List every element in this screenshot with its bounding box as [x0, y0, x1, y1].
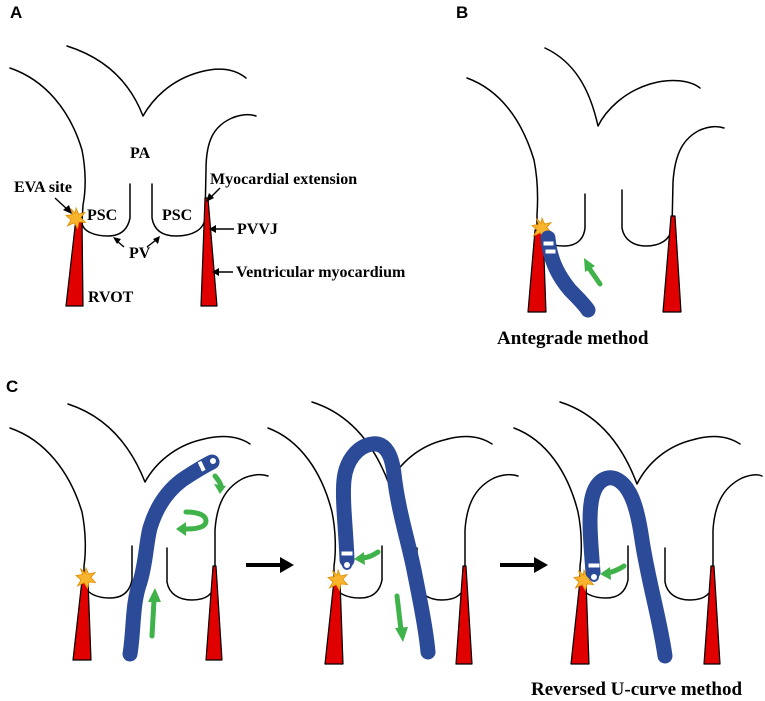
panel-a: A PA EVA site PSC PSC PV RVOT Myocardial… — [9, 3, 406, 307]
label-psc-left: PSC — [87, 207, 117, 224]
vessel-outline — [311, 401, 493, 485]
label-myocardial-extension: Myocardial extension — [210, 171, 357, 188]
vessel-outline — [9, 427, 133, 599]
direction-arrow-head — [176, 522, 186, 536]
catheter-electrode — [197, 460, 206, 472]
catheter-electrode — [543, 241, 554, 246]
label-pvvj: PVVJ — [237, 221, 278, 238]
myocardium-left — [324, 579, 344, 665]
catheter-tip — [589, 572, 599, 582]
step-arrow-icon — [246, 557, 294, 573]
vessel-outline — [466, 77, 586, 247]
direction-arrow-head — [600, 567, 611, 580]
panel-a-letter: A — [10, 3, 22, 22]
direction-arrow-head — [395, 627, 408, 642]
panel-c-letter: C — [6, 377, 18, 396]
catheter-electrode — [545, 249, 556, 254]
myocardium-right — [703, 565, 721, 665]
direction-arrow-head — [354, 552, 365, 565]
vessel-outline — [664, 473, 763, 601]
catheter — [122, 454, 220, 662]
catheter-tip — [208, 456, 218, 466]
catheter-electrode — [588, 563, 600, 568]
myocardium-left — [570, 579, 590, 665]
catheter — [335, 436, 436, 660]
vessel-outline — [9, 67, 131, 237]
vessel-outline — [151, 113, 257, 237]
u-turn-arrow-icon — [183, 509, 209, 532]
myocardium-right — [662, 215, 682, 313]
vessel-outline — [166, 473, 269, 601]
direction-arrow-icon — [605, 563, 627, 576]
catheter-tip — [342, 560, 352, 570]
label-psc-right: PSC — [162, 207, 192, 224]
vessel-outline — [621, 125, 725, 247]
caption-antegrade: Antegrade method — [497, 328, 649, 349]
vessel-outline — [267, 427, 383, 599]
catheter-electrode — [341, 551, 353, 556]
panel-c: C — [6, 377, 763, 700]
direction-arrow-head — [584, 258, 595, 272]
pointer-arrows — [54, 187, 234, 276]
step-arrow-icon — [500, 557, 548, 573]
vessel-outline — [416, 473, 519, 601]
c-subpanel-1 — [9, 403, 269, 662]
label-eva-site: EVA site — [14, 179, 72, 196]
panel-b-letter: B — [456, 3, 468, 22]
vessel-outline — [559, 401, 741, 485]
vessel-outline — [66, 45, 247, 117]
vessel-outline — [544, 47, 701, 127]
caption-reversed-u-curve: Reversed U-curve method — [531, 679, 742, 700]
myocardium-right — [200, 197, 218, 307]
vessel-outline — [513, 427, 629, 599]
panel-b: B Antegrade method — [456, 3, 725, 349]
label-pa: PA — [130, 145, 151, 162]
label-rvot: RVOT — [88, 289, 134, 306]
c-subpanel-2 — [267, 401, 519, 665]
myocardium-right — [455, 565, 473, 665]
myocardium-right — [205, 565, 223, 661]
direction-arrow-icon — [359, 549, 381, 561]
myocardium-left — [65, 217, 84, 307]
myocardium-left — [72, 579, 92, 661]
label-ventricular-myocardium: Ventricular myocardium — [236, 264, 406, 281]
vessel-outline — [67, 403, 251, 483]
direction-arrow-head — [214, 484, 226, 494]
catheter — [540, 230, 596, 318]
eva-site-star-icon — [75, 567, 96, 589]
direction-arrow-head — [148, 588, 161, 602]
direction-arrow-icon — [394, 593, 404, 633]
label-pv: PV — [129, 245, 151, 262]
direction-arrow-icon — [586, 265, 603, 287]
catheter — [582, 470, 673, 664]
eva-site-star-icon — [327, 569, 348, 591]
c-subpanel-3 — [513, 401, 763, 665]
direction-arrow-icon — [149, 597, 157, 639]
